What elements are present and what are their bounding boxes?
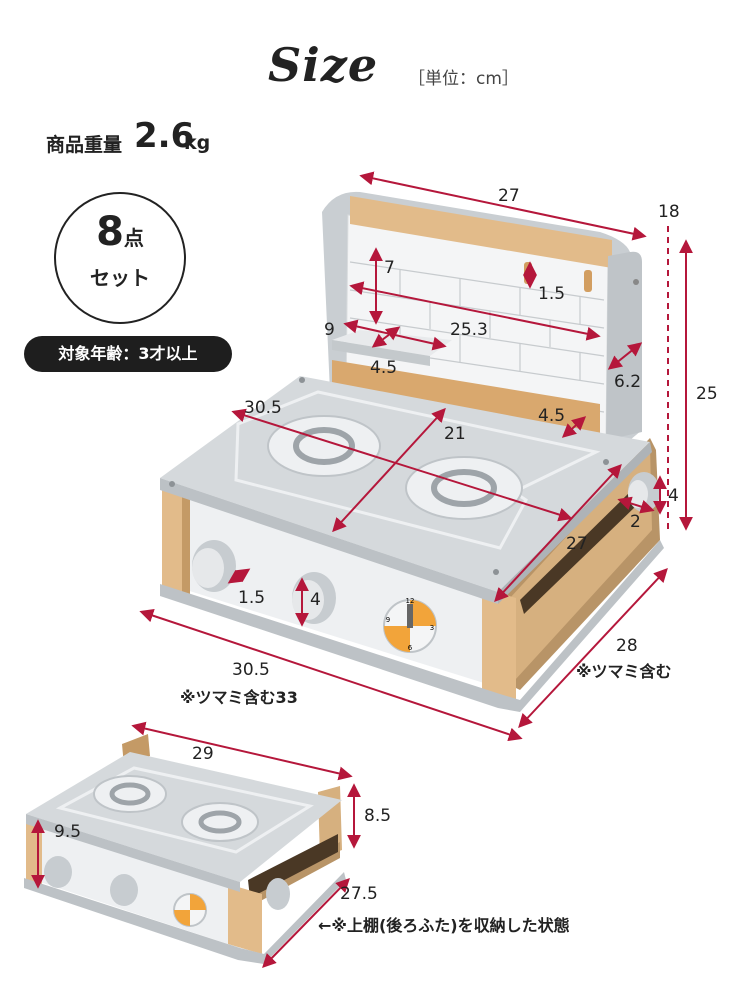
- arrow-body-width: [139, 608, 523, 742]
- dim-body-depth: 28: [616, 636, 638, 656]
- dim-back-depth: 18: [658, 202, 680, 222]
- dial-number-6: 6: [408, 644, 413, 652]
- arrow-side-depth: [607, 342, 643, 370]
- pieces-count-line: 8点: [56, 210, 184, 260]
- weight-label: 商品重量: [46, 134, 123, 156]
- note-body-depth: ※ツマミ含む: [576, 662, 672, 681]
- dim-stored-width: 29: [192, 744, 214, 764]
- weight-value: 2.6: [134, 116, 195, 156]
- arrow-top-depth: [332, 407, 446, 533]
- dim-hook-depth: 1.5: [538, 284, 566, 304]
- dim-stored-height: 8.5: [364, 806, 392, 826]
- arrow-knob-depth: [227, 568, 251, 584]
- dim-top-diagonal: 30.5: [244, 398, 282, 418]
- dim-stored-depth: 27.5: [340, 884, 378, 904]
- dial-number-12: 12: [406, 597, 415, 605]
- dim-top-depth: 21: [444, 424, 466, 444]
- arrow-stored-depth: [262, 877, 350, 969]
- dim-knob-depth: 1.5: [238, 588, 266, 608]
- arrow-shelf-depth: [371, 326, 401, 348]
- dim-back-width: 27: [498, 186, 520, 206]
- unit-label: ［単位：cm］: [408, 69, 519, 89]
- pieces-badge: 8点 セット: [54, 192, 186, 324]
- arrow-knob-width: [617, 496, 655, 514]
- dim-knob-height: 4: [668, 486, 679, 506]
- weight-unit: kg: [184, 132, 211, 154]
- dim-total-height: 25: [696, 384, 718, 404]
- dim-inner-width: 25.3: [450, 320, 488, 340]
- dim-knob-width: 2: [630, 512, 641, 532]
- dim-inner-depth: 4.5: [538, 406, 566, 426]
- dial-number-9: 9: [386, 616, 390, 624]
- arrow-body-depth: [518, 567, 668, 729]
- note-body-width: ※ツマミ含む33: [180, 688, 298, 707]
- pieces-count: 8: [96, 209, 124, 255]
- dim-shelf-width: 9: [324, 320, 335, 340]
- dimension-arrows: [31, 171, 693, 969]
- stored-stove: [24, 734, 346, 964]
- arrow-top-width: [494, 463, 622, 603]
- age-badge: 対象年齢：3才以上: [24, 336, 232, 372]
- dim-stored-height-left: 9.5: [54, 822, 82, 842]
- dim-shelf-height: 7: [384, 258, 395, 278]
- note-stored: ←※上棚(後ろふた)を収納した状態: [318, 916, 570, 935]
- dim-side-depth: 6.2: [614, 372, 642, 392]
- dial-number-3: 3: [430, 624, 434, 632]
- pieces-suffix: 点: [123, 226, 144, 250]
- arrow-back-width: [359, 171, 647, 241]
- arrow-inner-width: [349, 281, 601, 341]
- dim-shelf-depth: 4.5: [370, 358, 398, 378]
- page-title: Size: [268, 38, 379, 92]
- pieces-set: セット: [90, 266, 150, 290]
- arrow-stored-width: [131, 721, 353, 781]
- dim-knob-front: 4: [310, 590, 321, 610]
- dim-body-width: 30.5: [232, 660, 270, 680]
- dim-top-width: 27: [566, 534, 588, 554]
